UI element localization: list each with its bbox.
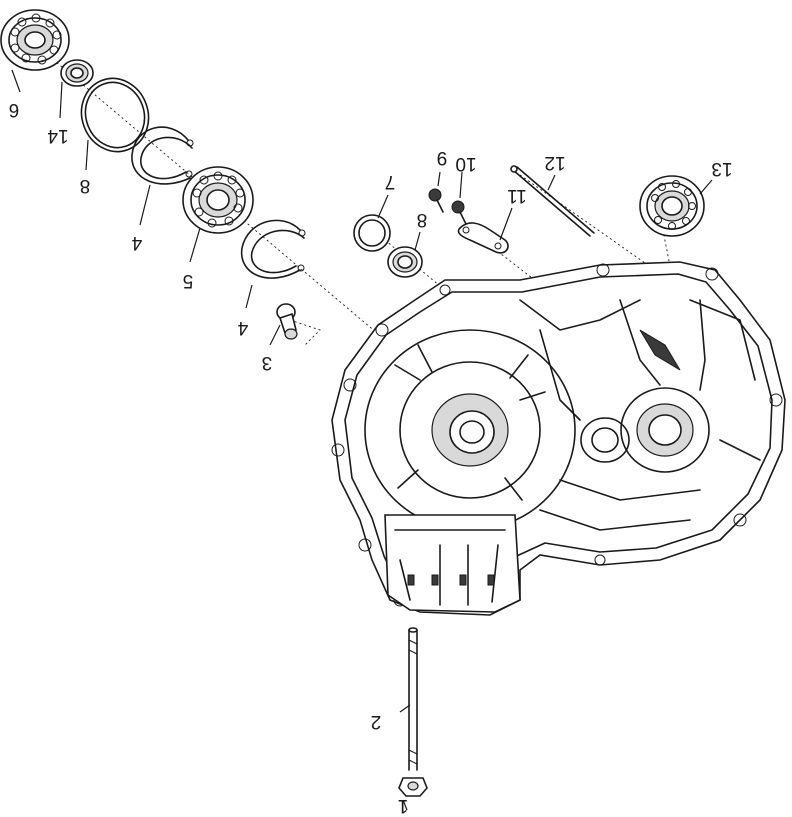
leader-8 [377, 194, 389, 219]
callout-11: 11 [507, 185, 527, 206]
bracket-11 [457, 222, 509, 254]
ring-9 [80, 77, 150, 153]
snap-ring-4-upper [131, 126, 194, 185]
leader-5 [189, 227, 201, 263]
callout-9-left: 8 [80, 175, 91, 196]
bearing-5 [182, 166, 254, 234]
callout-10-left: 9 [437, 147, 448, 168]
leader-9-left [85, 139, 89, 171]
callout-13: 13 [711, 158, 732, 179]
seal-14 [60, 59, 94, 87]
leader-6 [414, 231, 421, 251]
rod-12 [510, 165, 595, 237]
nut-1 [398, 777, 428, 797]
screw-10-right [451, 200, 467, 225]
callout-5: 5 [183, 270, 194, 291]
callout-2: 2 [371, 711, 382, 732]
bearing-7 [0, 9, 70, 71]
leader-4-upper [139, 184, 151, 226]
bearing-13 [639, 175, 705, 237]
callout-4-lower: 4 [237, 317, 248, 338]
leader-12 [547, 174, 556, 191]
transmission-housing [331, 261, 786, 616]
leader-2 [399, 704, 411, 713]
leader-7 [11, 69, 21, 93]
callout-14: 14 [47, 125, 69, 146]
callout-3: 3 [262, 352, 273, 373]
leader-3 [269, 324, 281, 346]
callout-12: 12 [544, 152, 565, 173]
screw-10-left [428, 188, 444, 213]
leader-lines [11, 69, 713, 811]
callout-labels: 6 14 8 4 5 4 3 7 8 9 10 11 12 13 2 1 [9, 99, 733, 816]
callout-6: 8 [417, 209, 428, 230]
pin-3 [276, 303, 298, 340]
snap-ring-4-lower [240, 219, 306, 279]
leader-10-right [459, 171, 463, 199]
callout-8: 7 [385, 171, 396, 192]
leader-10-left [437, 171, 441, 187]
bolt-2 [408, 627, 418, 771]
callout-10-right: 10 [455, 153, 476, 174]
leader-14 [59, 81, 63, 119]
callout-1: 1 [398, 795, 409, 816]
leader-4-lower [245, 284, 253, 309]
leader-13 [699, 179, 713, 195]
seal-6 [387, 246, 423, 278]
ring-8 [353, 214, 391, 252]
callout-7: 6 [9, 99, 20, 120]
guide-line-part-3 [289, 319, 321, 346]
leader-11 [499, 207, 513, 241]
callout-4-upper: 4 [131, 232, 142, 253]
leader-1 [402, 799, 408, 811]
